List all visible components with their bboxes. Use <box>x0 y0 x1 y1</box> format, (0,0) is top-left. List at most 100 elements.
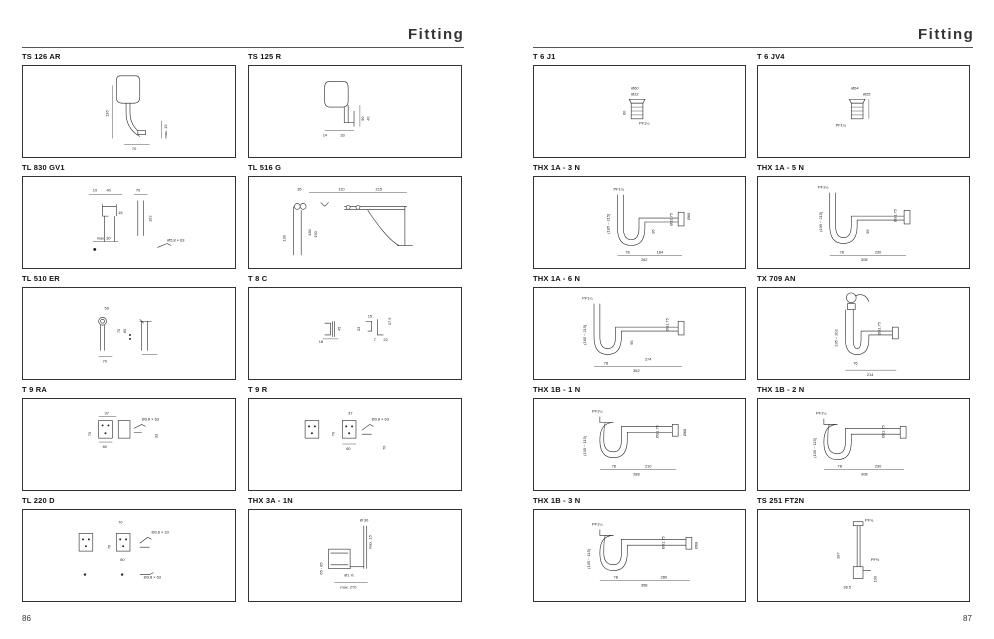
svg-text:PF1¼: PF1¼ <box>592 522 603 527</box>
svg-text:308: 308 <box>861 257 868 262</box>
product-drawing: 235 ~ 202 Ø31.75 76 214 <box>757 287 970 380</box>
svg-text:78: 78 <box>614 574 618 579</box>
product-code: T 8 C <box>248 274 268 283</box>
svg-text:Ø31.75: Ø31.75 <box>881 424 886 438</box>
product-drawing: 50 70 70 60 <box>22 287 236 380</box>
svg-text:60: 60 <box>103 444 108 449</box>
product-code: TL 510 ER <box>22 274 60 283</box>
svg-text:35: 35 <box>297 187 302 192</box>
svg-text:210: 210 <box>645 463 652 468</box>
svg-text:max. 270: max. 270 <box>340 584 357 589</box>
svg-text:14: 14 <box>323 132 328 137</box>
svg-text:76: 76 <box>853 360 857 365</box>
svg-text:PF1¼: PF1¼ <box>582 296 593 301</box>
svg-text:37.5: 37.5 <box>387 317 392 325</box>
title-rule <box>22 47 464 48</box>
svg-text:352: 352 <box>633 368 640 373</box>
product-drawing: Ø 30 max. 15 Ø1 ½ 65 - 85 max. 270 <box>248 509 462 602</box>
svg-text:60: 60 <box>120 557 125 562</box>
svg-text:Ø68: Ø68 <box>686 213 691 220</box>
svg-text:40: 40 <box>106 188 111 193</box>
svg-text:70: 70 <box>103 358 108 363</box>
product-code: TL 830 GV1 <box>22 163 65 172</box>
svg-text:PF½: PF½ <box>871 557 880 562</box>
product-drawing: Ø64 Ø25 PF1¼ <box>757 65 970 158</box>
product-drawing: 70 Ø3.8 × 33 70 60 Ø3.8 × 63 <box>22 509 236 602</box>
svg-text:110: 110 <box>338 187 345 192</box>
product-drawing: PF1¼ (195 ~ 215) Ø31.75 95 78 230 308 <box>757 176 970 269</box>
svg-text:15: 15 <box>118 210 123 215</box>
svg-text:(195 ~ 215): (195 ~ 215) <box>818 211 823 232</box>
svg-text:60: 60 <box>346 446 351 451</box>
svg-text:180: 180 <box>307 228 312 235</box>
svg-text:262: 262 <box>641 257 648 262</box>
svg-text:Ø68: Ø68 <box>682 429 687 436</box>
product-drawing: PF1¼ (105 ~ 115) Ø31.75 Ø68 78 210 288 <box>533 398 746 491</box>
product-code: THX 3A - 1N <box>248 496 293 505</box>
svg-text:70: 70 <box>330 431 335 436</box>
svg-text:PF1¼: PF1¼ <box>818 185 829 190</box>
svg-text:95: 95 <box>629 340 634 345</box>
svg-text:36.5: 36.5 <box>843 584 851 589</box>
svg-text:37: 37 <box>105 411 109 416</box>
svg-text:78: 78 <box>604 360 608 365</box>
svg-text:18: 18 <box>319 339 323 344</box>
product-code: TL 220 D <box>22 496 55 505</box>
svg-text:100: 100 <box>873 575 878 582</box>
svg-text:(105 ~ 115): (105 ~ 115) <box>586 548 591 568</box>
svg-text:Ø60: Ø60 <box>631 85 639 90</box>
svg-text:70: 70 <box>136 188 141 193</box>
svg-text:70: 70 <box>116 328 121 333</box>
svg-text:22: 22 <box>383 337 387 342</box>
product-drawing: 135 max. 15 70 <box>22 65 236 158</box>
svg-text:280: 280 <box>661 574 668 579</box>
svg-text:Ø31.75: Ø31.75 <box>668 212 673 226</box>
svg-text:(185 ~ 215): (185 ~ 215) <box>606 213 611 234</box>
svg-text:Ø3.8 × 33: Ø3.8 × 33 <box>152 529 169 534</box>
svg-text:PF1¼: PF1¼ <box>614 187 625 192</box>
page-number: 87 <box>963 614 972 623</box>
svg-text:50: 50 <box>105 306 110 311</box>
svg-text:37: 37 <box>348 411 352 416</box>
product-code: T 6 J1 <box>533 52 556 61</box>
svg-text:70: 70 <box>132 146 137 151</box>
right-page: Fitting T 6 J1 Ø60 Ø22 60 PF1¼ T 6 JV4 Ø… <box>497 0 994 639</box>
svg-text:78: 78 <box>840 249 844 254</box>
svg-text:(105 ~ 115): (105 ~ 115) <box>812 437 817 457</box>
svg-text:70: 70 <box>87 431 92 436</box>
svg-text:Ø1 ½: Ø1 ½ <box>344 573 354 578</box>
page-title: Fitting <box>918 26 975 43</box>
svg-text:Ø3.8 × 63: Ø3.8 × 63 <box>372 417 389 422</box>
svg-text:215: 215 <box>376 187 383 192</box>
svg-text:33: 33 <box>153 434 158 438</box>
svg-text:Ø22: Ø22 <box>631 91 638 96</box>
svg-text:15: 15 <box>368 313 373 318</box>
svg-text:Ø31.75: Ø31.75 <box>877 321 882 335</box>
svg-text:95: 95 <box>865 229 870 234</box>
svg-text:78: 78 <box>612 463 616 468</box>
product-drawing: PF¾ 287 PF½ 36.5 100 <box>757 509 970 602</box>
product-code: THX 1A - 5 N <box>757 163 805 172</box>
svg-text:70: 70 <box>106 544 111 549</box>
product-code: THX 1A - 3 N <box>533 163 581 172</box>
svg-text:Ø25: Ø25 <box>863 91 871 96</box>
svg-text:7: 7 <box>374 337 376 342</box>
product-drawing: PF1¼ (105 ~ 115) Ø31.75 Ø68 78 280 358 <box>533 509 746 602</box>
product-code: T 9 R <box>248 385 268 394</box>
svg-text:60: 60 <box>621 110 626 115</box>
svg-text:PF1¼: PF1¼ <box>836 123 847 128</box>
svg-text:184: 184 <box>657 249 664 254</box>
svg-text:274: 274 <box>645 356 652 361</box>
product-code: TS 125 R <box>248 52 282 61</box>
product-code: TL 516 G <box>248 163 282 172</box>
product-drawing: PF1¼ (185 ~ 215) Ø31.75 Ø68 95 78 184 26… <box>533 176 746 269</box>
svg-text:Ø31.75: Ø31.75 <box>664 317 669 331</box>
svg-text:Ø3.8 × 63: Ø3.8 × 63 <box>144 574 161 579</box>
svg-text:150: 150 <box>313 230 318 237</box>
svg-text:Ø3.8 × 63: Ø3.8 × 63 <box>142 417 159 422</box>
svg-text:PF1¼: PF1¼ <box>816 411 827 416</box>
svg-text:Ø5.8 × 63: Ø5.8 × 63 <box>167 238 184 243</box>
page-title: Fitting <box>408 26 465 43</box>
svg-text:Ø31.75: Ø31.75 <box>660 535 665 549</box>
svg-text:Ø31.75: Ø31.75 <box>655 424 660 438</box>
